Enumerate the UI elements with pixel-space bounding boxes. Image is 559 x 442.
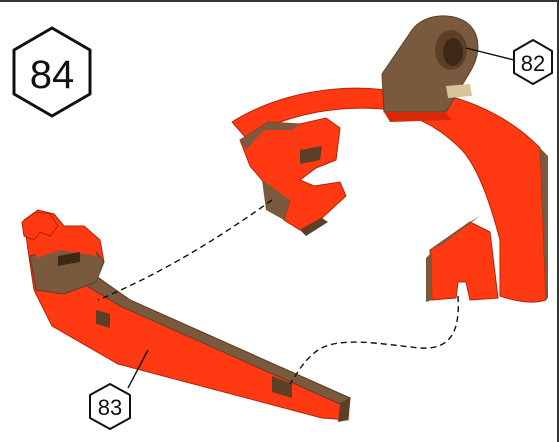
hook-left-edge xyxy=(426,252,432,302)
guide-line-connector-to-lever xyxy=(98,200,272,300)
callout-83-label: 83 xyxy=(98,395,122,420)
step-number-badge: 84 xyxy=(14,28,90,116)
arm-lower-hook xyxy=(430,222,498,300)
part-83-lever xyxy=(22,210,350,422)
arm-tan-block xyxy=(446,84,472,98)
callout-82-label: 82 xyxy=(521,51,545,76)
guide-line-arm-to-lever xyxy=(290,296,458,384)
step-number: 84 xyxy=(30,53,75,97)
connector-piece xyxy=(240,118,346,236)
callout-82: 82 xyxy=(466,40,552,84)
